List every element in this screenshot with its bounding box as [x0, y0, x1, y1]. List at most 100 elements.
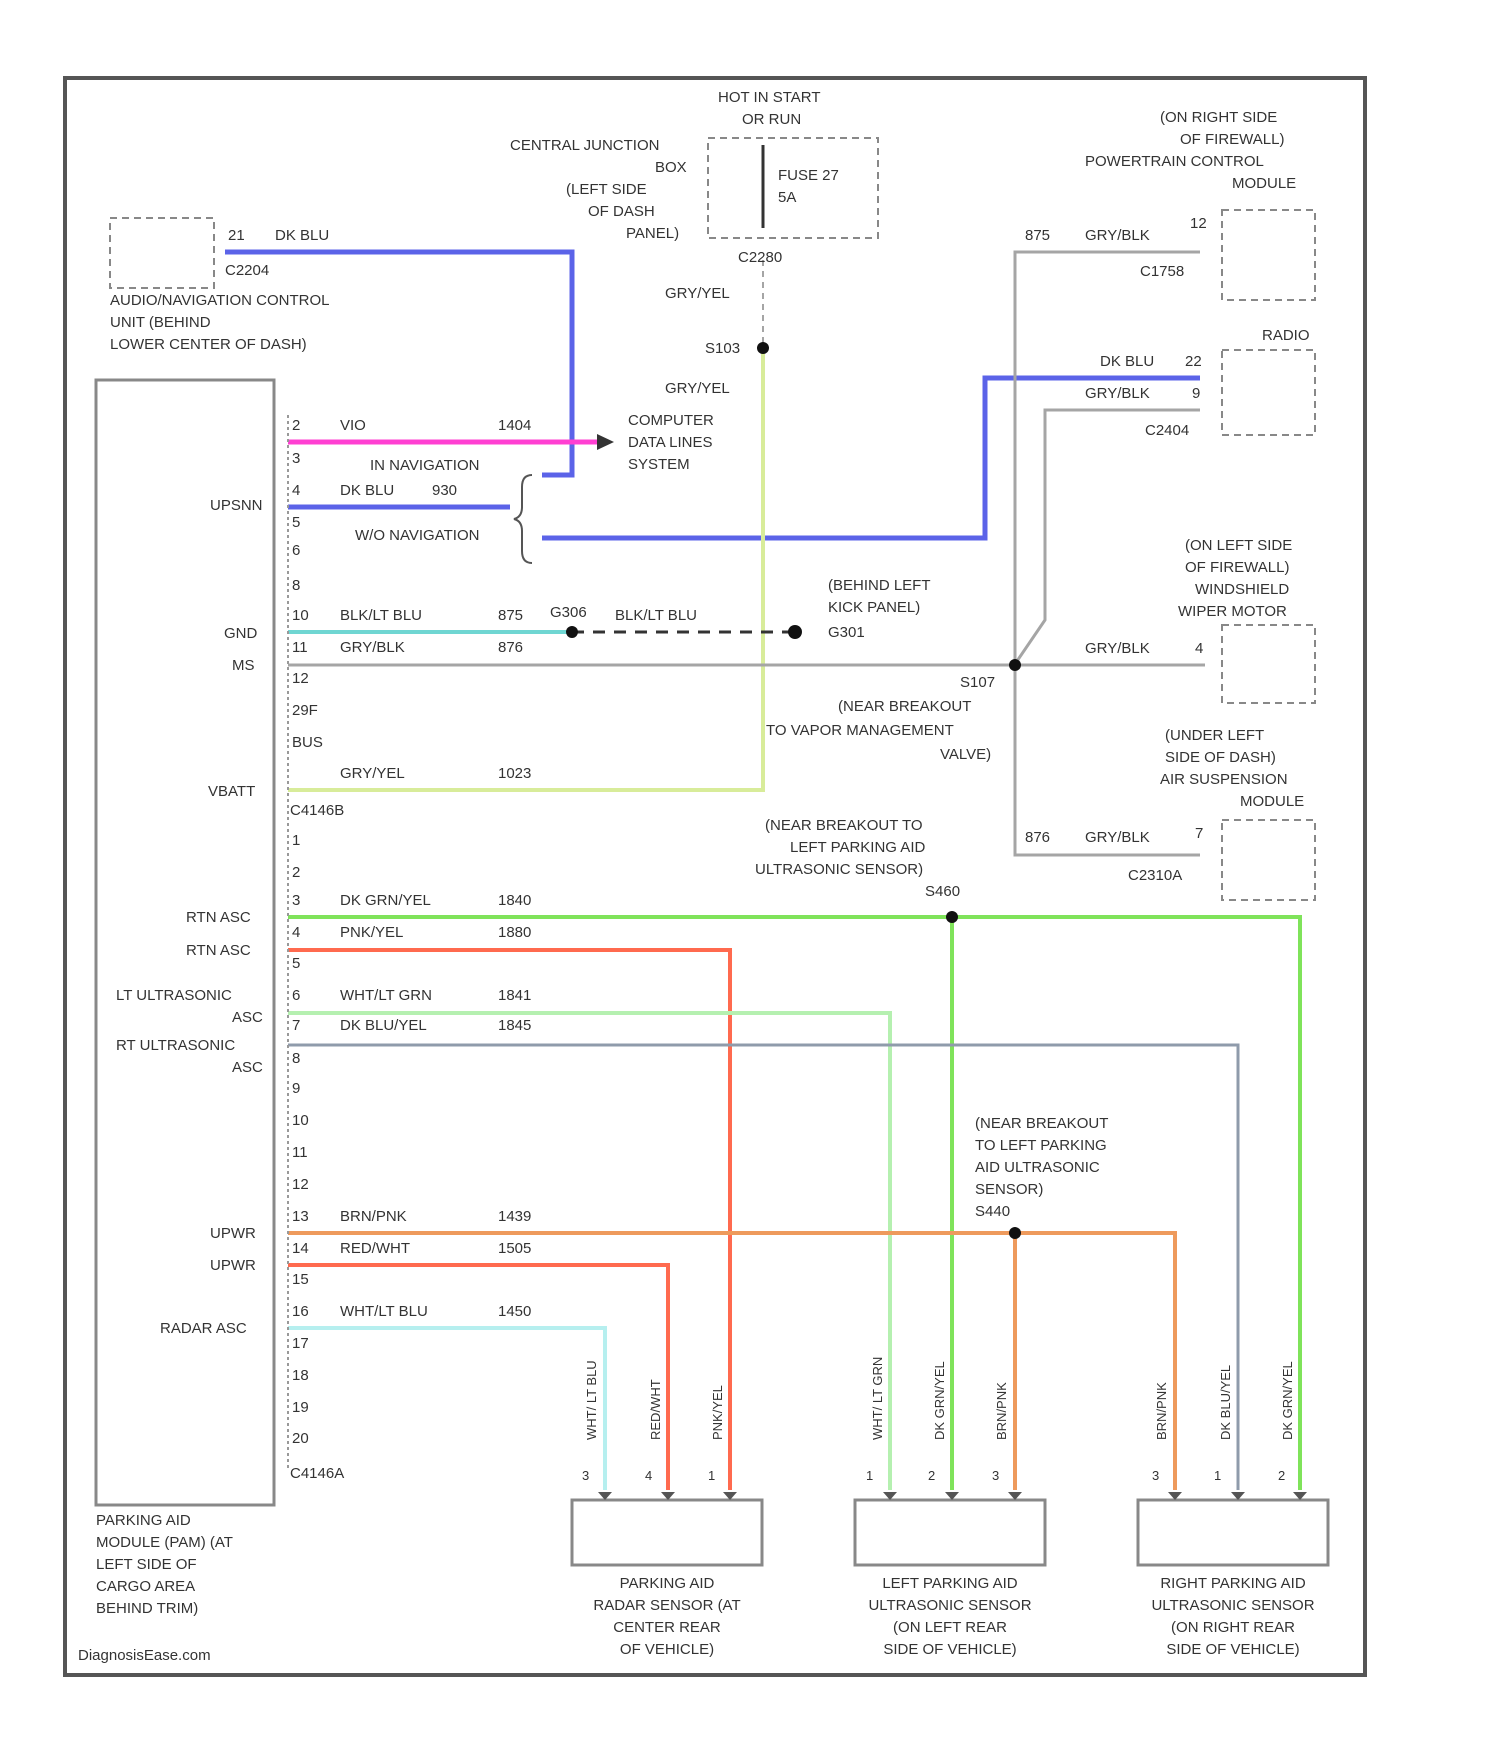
splice-s440 — [1009, 1227, 1021, 1239]
lower-pin-1: 1 — [292, 832, 300, 849]
radio-connector: C2404 — [1145, 422, 1189, 439]
wiper-box — [1222, 625, 1315, 703]
s460-label-1: (NEAR BREAKOUT TO — [765, 817, 923, 834]
radio-pin-data: 9 — [1192, 385, 1200, 402]
left-sensor-label-1: LEFT PARKING AID — [882, 1575, 1017, 1592]
radar-sensor-label-3: CENTER REAR — [613, 1619, 721, 1636]
lower-pin-14: 14 — [292, 1240, 309, 1257]
s440-label-5: S440 — [975, 1203, 1010, 1220]
rtn2-circuit: 1880 — [498, 924, 531, 941]
lower-pin-13: 13 — [292, 1208, 309, 1225]
module-label-2: MODULE (PAM) (AT — [96, 1534, 233, 1551]
right-wire-2: DK BLU/YEL — [1218, 1365, 1233, 1440]
nav-connector: C2204 — [225, 262, 269, 279]
pam-nav-circuit: 930 — [432, 482, 457, 499]
left-wire-3: BRN/PNK — [994, 1382, 1009, 1440]
hot-label-2: OR RUN — [742, 111, 801, 128]
radar-pin-1: 3 — [582, 1468, 589, 1483]
ground-g301 — [788, 625, 802, 639]
vio-pin: 2 — [292, 417, 300, 434]
module-label-4: CARGO AREA — [96, 1578, 195, 1595]
gnd-wire: BLK/LT BLU — [340, 607, 422, 624]
vio-circuit: 1404 — [498, 417, 531, 434]
pin-12: 12 — [292, 670, 309, 687]
pcm-label-1: (ON RIGHT SIDE — [1160, 109, 1277, 126]
s440-label-1: (NEAR BREAKOUT — [975, 1115, 1108, 1132]
nav-module-box — [110, 218, 214, 288]
ground-label-2: KICK PANEL) — [828, 599, 920, 616]
left-sensor-box — [855, 1500, 1045, 1565]
wiper-wire: GRY/BLK — [1085, 640, 1150, 657]
fuse-label-2: 5A — [778, 189, 796, 206]
cds-label-3: SYSTEM — [628, 456, 690, 473]
vbatt-wire: GRY/YEL — [340, 765, 405, 782]
rt-label-2: ASC — [232, 1059, 263, 1076]
navigation-brace — [514, 475, 532, 563]
wiper-pin: 4 — [1195, 640, 1203, 657]
radio-pin-nav: 22 — [1185, 353, 1202, 370]
lower-pin-16: 16 — [292, 1303, 309, 1320]
radar-circuit: 1450 — [498, 1303, 531, 1320]
rtn1-wire: DK GRN/YEL — [340, 892, 431, 909]
right-pin-2: 1 — [1214, 1468, 1221, 1483]
left-sensor-label-4: SIDE OF VEHICLE) — [883, 1641, 1016, 1658]
right-pin-1: 3 — [1152, 1468, 1159, 1483]
left-pin-1: 1 — [866, 1468, 873, 1483]
lower-pin-4: 4 — [292, 924, 300, 941]
right-pin-3: 2 — [1278, 1468, 1285, 1483]
left-sensor-label-2: ULTRASONIC SENSOR — [868, 1597, 1031, 1614]
s440-label-4: SENSOR) — [975, 1181, 1043, 1198]
cds-label-2: DATA LINES — [628, 434, 712, 451]
module-label-5: BEHIND TRIM) — [96, 1600, 198, 1617]
lower-pin-9: 9 — [292, 1080, 300, 1097]
lower-pin-12: 12 — [292, 1176, 309, 1193]
radar-pin-2: 4 — [645, 1468, 652, 1483]
wire-fuse-out-label: GRY/YEL — [665, 285, 730, 302]
module-label-3: LEFT SIDE OF — [96, 1556, 197, 1573]
fuse-label-1: FUSE 27 — [778, 167, 839, 184]
air-label-4: MODULE — [1240, 793, 1304, 810]
ms-label: MS — [232, 657, 255, 674]
s440-label-3: AID ULTRASONIC — [975, 1159, 1100, 1176]
ms-circuit: 876 — [498, 639, 523, 656]
lower-pin-7: 7 — [292, 1017, 300, 1034]
pcm-label-2: OF FIREWALL) — [1180, 131, 1284, 148]
ground-label-1: (BEHIND LEFT — [828, 577, 931, 594]
right-sensor-label-3: (ON RIGHT REAR — [1171, 1619, 1295, 1636]
upwr2-label: UPWR — [210, 1257, 256, 1274]
pcm-pin: 12 — [1190, 215, 1207, 232]
cjb-label-3: (LEFT SIDE — [566, 181, 647, 198]
lower-pin-3: 3 — [292, 892, 300, 909]
rtn1-circuit: 1840 — [498, 892, 531, 909]
splice-s107 — [1009, 659, 1021, 671]
splice-g306 — [566, 626, 578, 638]
nav-out-label: W/O NAVIGATION — [355, 527, 479, 544]
lt-circuit: 1841 — [498, 987, 531, 1004]
lower-pin-10: 10 — [292, 1112, 309, 1129]
upwr1-wire: BRN/PNK — [340, 1208, 407, 1225]
pin-8: 8 — [292, 577, 300, 594]
splice-s103 — [757, 342, 769, 354]
hot-label-1: HOT IN START — [718, 89, 821, 106]
lower-pin-2: 2 — [292, 864, 300, 881]
pin-3: 3 — [292, 450, 300, 467]
lower-pin-6: 6 — [292, 987, 300, 1004]
nav-label-2: UNIT (BEHIND — [110, 314, 211, 331]
g306-label: G306 — [550, 604, 587, 621]
module-label-1: PARKING AID — [96, 1512, 191, 1529]
pcm-label-3: POWERTRAIN CONTROL — [1085, 153, 1264, 170]
radar-wire-3: PNK/YEL — [710, 1385, 725, 1440]
vbatt-circuit: 1023 — [498, 765, 531, 782]
lower-pin-8: 8 — [292, 1050, 300, 1067]
connector-2: C4146A — [290, 1465, 344, 1482]
air-label-2: SIDE OF DASH) — [1165, 749, 1276, 766]
splice-s103-label: S103 — [705, 340, 740, 357]
pcm-box — [1222, 210, 1315, 300]
wire-fuse-out2-label: GRY/YEL — [665, 380, 730, 397]
radar-sensor-label-2: RADAR SENSOR (AT — [593, 1597, 740, 1614]
radar-wire-1: WHT/ LT BLU — [584, 1360, 599, 1440]
lt-wire: WHT/LT GRN — [340, 987, 432, 1004]
s460-label-3: ULTRASONIC SENSOR) — [755, 861, 923, 878]
left-sensor-label-3: (ON LEFT REAR — [893, 1619, 1007, 1636]
